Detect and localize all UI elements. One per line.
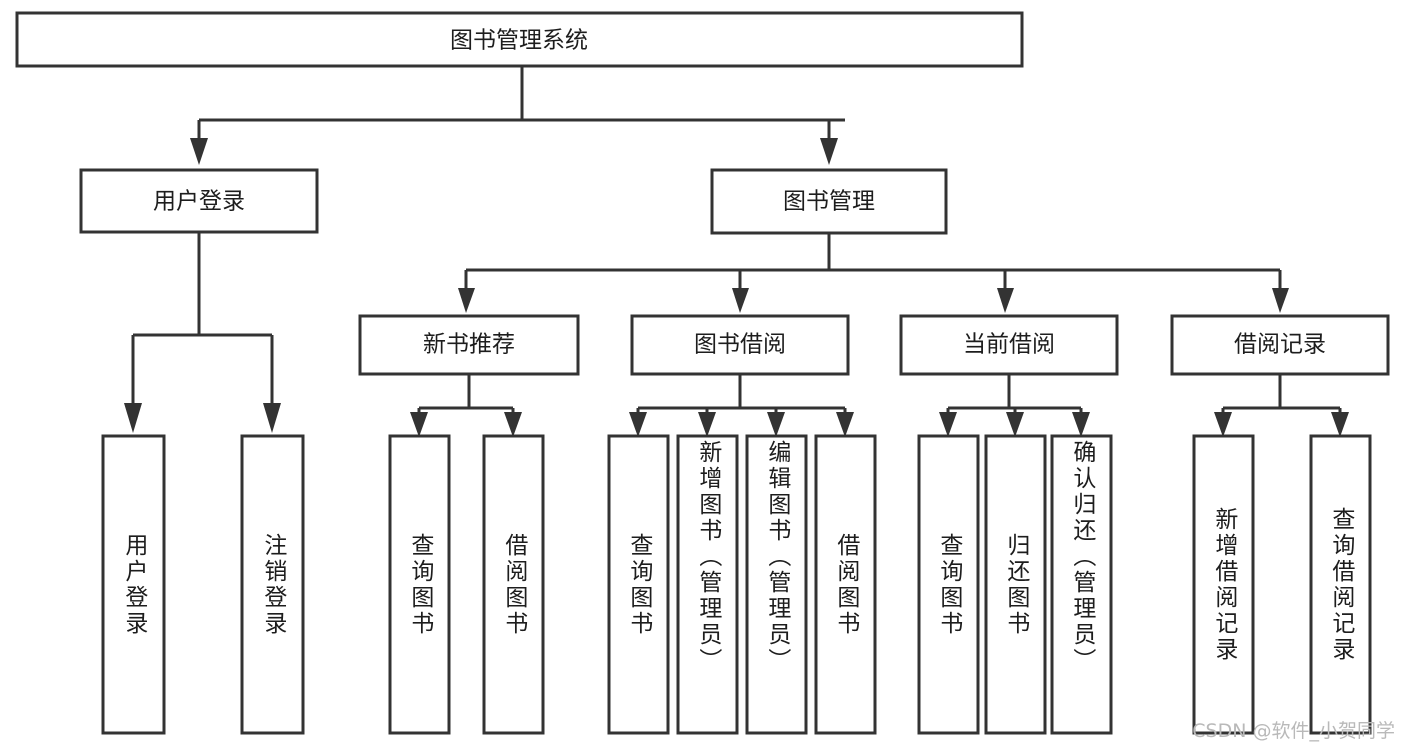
leaf-box-current-borrow-0[interactable] — [917, 434, 980, 735]
node-current-borrow-label: 当前借阅 — [963, 332, 1055, 358]
leaf-box-borrow-record-1[interactable] — [1309, 434, 1372, 735]
node-root[interactable]: 图书管理系统 — [15, 11, 1024, 68]
leaf-box-user-login-0[interactable] — [101, 434, 166, 735]
node-borrow-records-box[interactable] — [1170, 314, 1390, 376]
connector-group-root — [190, 66, 845, 165]
node-current-borrow-box[interactable] — [899, 314, 1119, 376]
node-current-borrow[interactable]: 当前借阅 — [899, 314, 1119, 376]
node-new-book-recommend-box[interactable] — [358, 314, 580, 376]
connector-group-current-borrow — [939, 374, 1090, 437]
node-root-label: 图书管理系统 — [450, 28, 588, 54]
arrow-ul-to-leaf-1 — [263, 403, 281, 433]
arrow-bm-to-current-borrow — [997, 288, 1014, 313]
connector-group-new-book-recommend — [410, 374, 522, 437]
arrow-bb-to-leaf-3 — [836, 412, 854, 437]
arrow-ul-to-leaf-0 — [124, 403, 142, 433]
node-borrow-records[interactable]: 借阅记录 — [1170, 314, 1390, 376]
node-user-login-label: 用户登录 — [153, 189, 245, 215]
arrow-bm-to-new-book — [458, 288, 475, 313]
leaf-box-new-book-1[interactable] — [482, 434, 545, 735]
node-user-login[interactable]: 用户登录 — [79, 168, 319, 234]
leaf-box-book-borrow-1[interactable] — [676, 434, 739, 735]
arrow-bb-to-leaf-2 — [767, 412, 785, 437]
connector-group-user-login — [124, 232, 281, 433]
csdn-watermark: CSDN @软件_小贺同学 — [1192, 720, 1395, 742]
node-book-borrow-box[interactable] — [630, 314, 850, 376]
arrow-br-to-leaf-0 — [1214, 412, 1232, 437]
node-book-borrow[interactable]: 图书借阅 — [630, 314, 850, 376]
leaf-box-new-book-0[interactable] — [388, 434, 451, 735]
arrow-nbr-to-leaf-1 — [504, 412, 522, 437]
node-book-manage[interactable]: 图书管理 — [710, 168, 948, 235]
leaf-box-borrow-record-0[interactable] — [1192, 434, 1255, 735]
node-root-box[interactable] — [15, 11, 1024, 68]
node-book-manage-box[interactable] — [710, 168, 948, 235]
leaf-box-book-borrow-2[interactable] — [745, 434, 808, 735]
connector-group-book-borrow — [629, 374, 854, 437]
arrow-cb-to-leaf-1 — [1006, 412, 1024, 437]
arrow-nbr-to-leaf-0 — [410, 412, 428, 437]
connector-group-book-manage — [458, 233, 1289, 313]
leaf-box-book-borrow-3[interactable] — [814, 434, 877, 735]
arrow-br-to-leaf-1 — [1331, 412, 1349, 437]
arrow-bm-to-book-borrow — [732, 288, 749, 313]
leaf-box-user-login-1[interactable] — [240, 434, 305, 735]
arrow-root-to-book-manage — [820, 138, 838, 165]
leaf-box-current-borrow-1[interactable] — [984, 434, 1047, 735]
node-book-manage-label: 图书管理 — [783, 189, 875, 215]
leaf-box-current-borrow-2[interactable] — [1050, 434, 1113, 735]
node-borrow-records-label: 借阅记录 — [1234, 332, 1326, 358]
node-new-book-recommend-label: 新书推荐 — [423, 332, 515, 358]
arrow-bb-to-leaf-1 — [698, 412, 716, 437]
connector-group-borrow-records — [1214, 374, 1349, 437]
node-new-book-recommend[interactable]: 新书推荐 — [358, 314, 580, 376]
arrow-cb-to-leaf-0 — [939, 412, 957, 437]
arrow-cb-to-leaf-2 — [1072, 412, 1090, 437]
node-book-borrow-label: 图书借阅 — [694, 332, 786, 358]
arrow-bm-to-borrow-records — [1272, 288, 1289, 313]
arrow-root-to-user-login — [190, 138, 208, 165]
arrow-bb-to-leaf-0 — [629, 412, 647, 437]
leaf-box-book-borrow-0[interactable] — [607, 434, 670, 735]
